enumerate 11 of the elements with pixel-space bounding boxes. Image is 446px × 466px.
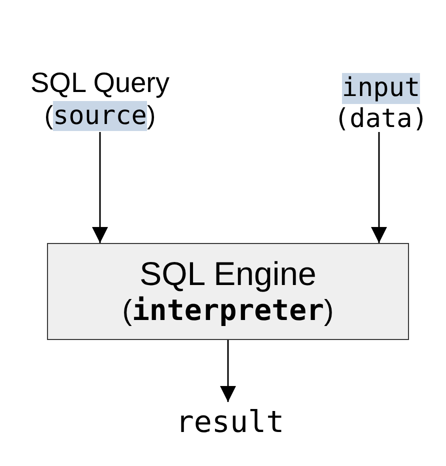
process-box (47, 243, 409, 340)
node-label: SQL Query (30, 66, 170, 100)
arrow (220, 340, 236, 402)
box-label: SQL Engine (140, 254, 316, 294)
arrow (92, 132, 108, 243)
node-label: (source) (44, 100, 156, 132)
node-label: input (342, 72, 420, 104)
node-label: (data) (334, 104, 428, 136)
box-label: (interpreter) (122, 293, 334, 330)
arrow (371, 132, 387, 243)
node-label: result (176, 405, 284, 441)
